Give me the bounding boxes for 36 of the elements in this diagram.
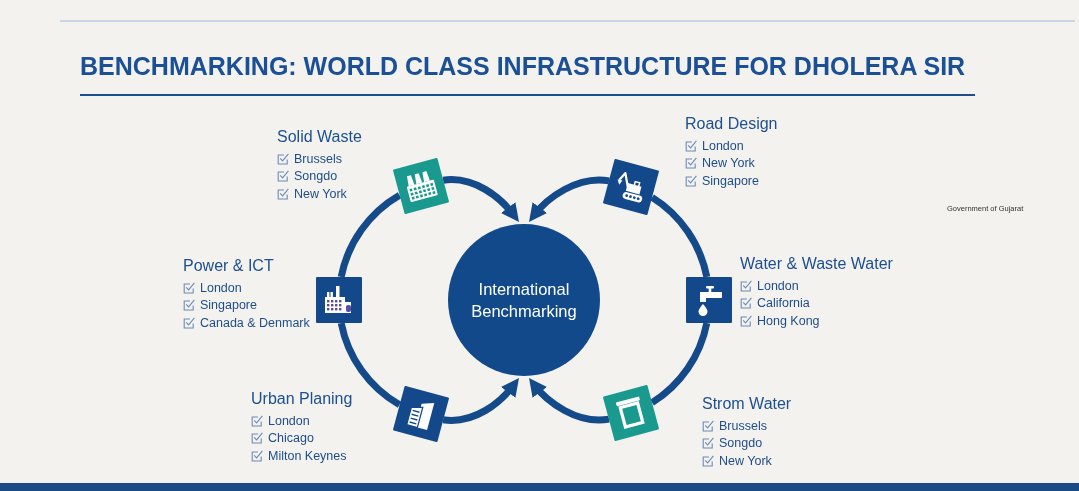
city-name: Songdo xyxy=(719,435,763,452)
city-name: Singapore xyxy=(200,297,257,314)
city-name: New York xyxy=(719,452,772,469)
city-name: Hong Kong xyxy=(757,312,820,329)
curved-arrow xyxy=(442,378,520,424)
city-name: Chicago xyxy=(268,430,314,447)
curved-arrow xyxy=(528,378,610,424)
city-name: New York xyxy=(294,185,347,202)
city-name: London xyxy=(268,412,310,429)
ring-arc xyxy=(650,322,711,406)
page-title: BENCHMARKING: WORLD CLASS INFRASTRUCTURE FOR DHOLERA SIR xyxy=(80,51,966,81)
ring-arc xyxy=(337,322,402,408)
curved-arrow xyxy=(528,176,610,222)
hub-label: International Benchmarking xyxy=(470,279,578,322)
ring-arc xyxy=(650,194,711,278)
city-name: New York xyxy=(702,155,755,172)
category-heading: Water & Waste Water xyxy=(740,254,893,274)
city-name: London xyxy=(702,137,744,154)
icon-tile xyxy=(686,277,732,323)
city-name: Canada & Denmark xyxy=(200,314,310,331)
category-heading: Power & ICT xyxy=(183,256,275,276)
city-name: California xyxy=(757,295,810,312)
city-name: Songdo xyxy=(294,168,338,185)
curved-arrow xyxy=(442,176,520,222)
city-name: Singapore xyxy=(702,172,759,189)
city-name: Milton Keynes xyxy=(268,447,347,464)
icon-tile xyxy=(316,277,362,323)
ring-arc xyxy=(337,192,402,278)
city-name: London xyxy=(200,279,242,296)
category-heading: Strom Water xyxy=(702,394,792,414)
category-heading: Road Design xyxy=(685,114,778,134)
category-heading: Urban Planing xyxy=(251,389,353,409)
city-name: Brussels xyxy=(294,150,342,167)
city-name: Brussels xyxy=(719,417,767,434)
category-heading: Solid Waste xyxy=(277,127,362,147)
city-name: London xyxy=(757,277,799,294)
